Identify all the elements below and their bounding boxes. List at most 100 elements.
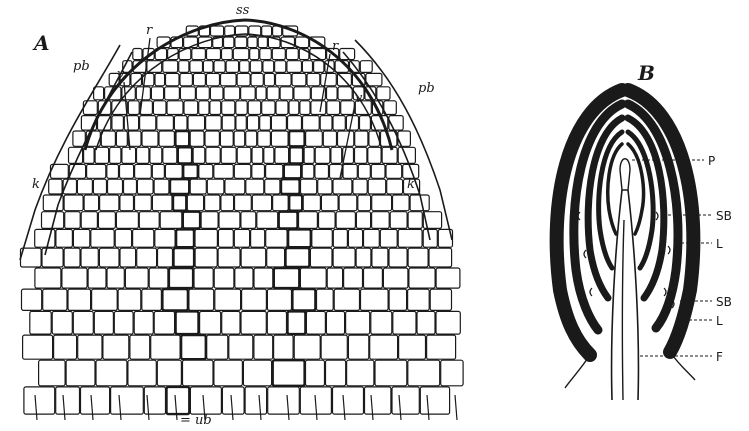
cell (94, 311, 113, 334)
cell (199, 164, 213, 178)
cell (167, 101, 183, 115)
cell (210, 87, 223, 100)
cell (256, 87, 266, 100)
cell (420, 387, 449, 414)
cell (173, 195, 186, 211)
cell (137, 147, 149, 163)
cell (222, 116, 235, 131)
cell (387, 179, 403, 194)
cell (137, 179, 153, 194)
cell (91, 229, 114, 247)
cell (262, 101, 275, 115)
cell (343, 164, 357, 178)
cell (427, 335, 456, 359)
cell (170, 179, 189, 194)
cell (81, 248, 98, 267)
cell (288, 229, 311, 247)
cell (234, 229, 249, 247)
cell (183, 212, 200, 229)
cell (196, 87, 209, 100)
cell (179, 49, 191, 60)
cell (372, 195, 392, 211)
cell (176, 311, 199, 334)
cell (317, 289, 334, 310)
cell (24, 387, 55, 414)
cell (383, 268, 408, 288)
cell (96, 360, 127, 386)
cell (235, 268, 253, 288)
cell (165, 87, 180, 100)
cell (321, 73, 337, 85)
cell (360, 116, 371, 131)
cell (258, 131, 271, 146)
cell (120, 195, 134, 211)
cell (190, 179, 206, 194)
apical-point (620, 159, 630, 190)
label-L-2: L (716, 314, 723, 328)
cell (380, 229, 397, 247)
cell (306, 131, 323, 146)
cell (310, 248, 332, 267)
cell (382, 147, 397, 163)
cell (49, 179, 62, 194)
label-v-right: v (355, 91, 363, 106)
cell (215, 289, 241, 310)
cell (163, 61, 178, 73)
cell (162, 289, 188, 310)
cell (333, 116, 345, 131)
cell (254, 268, 273, 288)
cell (178, 147, 192, 163)
cell (326, 360, 346, 386)
label-SB-2: SB (716, 295, 732, 309)
cell (333, 387, 364, 414)
cell (271, 116, 286, 131)
cell (300, 268, 326, 288)
cell (288, 116, 302, 131)
label-pb-right: pb (418, 81, 435, 96)
cell (275, 61, 286, 73)
cell (52, 311, 72, 334)
cell (252, 195, 271, 211)
cell (266, 164, 283, 178)
cell (430, 289, 451, 310)
cell (174, 248, 195, 267)
cell (287, 61, 302, 73)
cell (236, 101, 247, 115)
cell (62, 268, 87, 288)
cell (149, 268, 168, 288)
cell (252, 147, 263, 163)
cell (42, 248, 63, 267)
scale-5-left (608, 144, 622, 234)
cell (98, 212, 115, 229)
cell (267, 311, 286, 334)
cell (135, 164, 152, 178)
cell (246, 131, 257, 146)
cell (318, 179, 332, 194)
cell (222, 101, 235, 115)
cell (331, 147, 342, 163)
cell (222, 49, 233, 60)
cell (353, 179, 367, 194)
cell (306, 360, 325, 386)
cell (289, 101, 299, 115)
cell (436, 311, 460, 334)
cell (274, 335, 294, 359)
cell-wall (455, 395, 457, 420)
scale-4-left (599, 132, 622, 268)
cell (128, 101, 139, 115)
cell (284, 164, 301, 178)
cell (66, 360, 95, 386)
cell (275, 147, 289, 163)
cell (250, 49, 259, 60)
cell (302, 164, 314, 178)
cell (286, 248, 310, 267)
cell (273, 360, 305, 386)
cell (184, 101, 198, 115)
cell (206, 116, 222, 131)
cell (303, 195, 320, 211)
cell (68, 289, 91, 310)
cell (189, 289, 214, 310)
cell (103, 335, 129, 359)
cell (358, 195, 371, 211)
cell (234, 131, 245, 146)
